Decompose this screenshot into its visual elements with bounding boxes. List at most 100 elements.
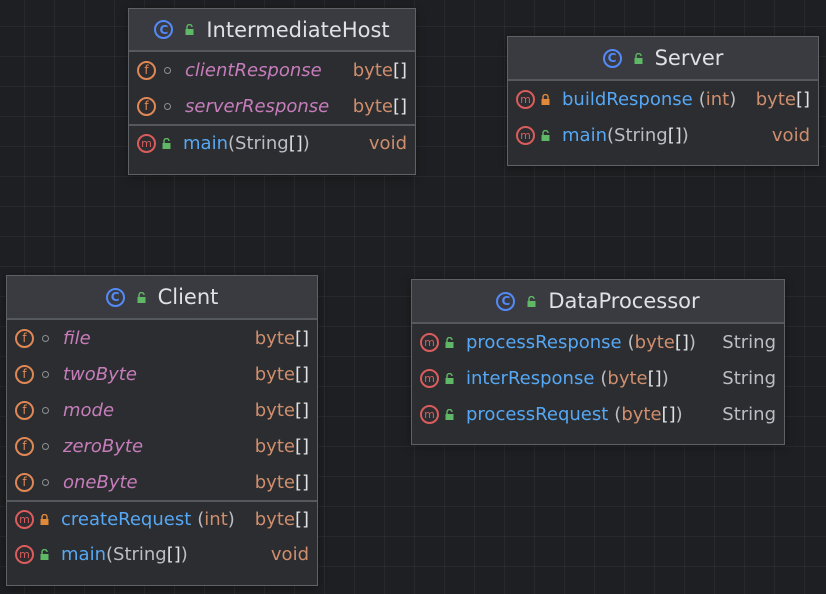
- method-signature: (String[]): [105, 543, 188, 565]
- return-type: String: [722, 403, 776, 425]
- class-box-intermediatehost[interactable]: C IntermediateHost f clientResponse byte…: [128, 8, 416, 175]
- method-row[interactable]: m main (String[]) void: [129, 124, 415, 160]
- field-type: byte[]: [254, 327, 309, 349]
- field-type: byte[]: [254, 363, 309, 385]
- class-icon: C: [154, 20, 174, 39]
- method-row[interactable]: m interResponse (byte[]) String: [412, 360, 784, 396]
- method-icon: m: [420, 332, 439, 352]
- field-icon: f: [15, 328, 34, 348]
- field-row[interactable]: f serverResponse byte[]: [129, 88, 415, 124]
- class-name: IntermediateHost: [206, 17, 390, 42]
- class-icon: C: [105, 287, 125, 307]
- package-private-icon: [164, 66, 171, 74]
- method-signature: (String[]): [606, 124, 689, 146]
- method-row[interactable]: m main (String[]) void: [7, 536, 317, 572]
- method-name: main: [183, 132, 228, 154]
- class-icon: C: [496, 291, 516, 311]
- method-signature: (int): [698, 88, 737, 110]
- field-icon: f: [137, 96, 156, 116]
- unlock-icon: [445, 336, 454, 348]
- field-row[interactable]: f clientResponse byte[]: [129, 52, 415, 88]
- class-name: Client: [157, 285, 219, 309]
- return-type: byte[]: [254, 508, 309, 530]
- field-icon: f: [137, 60, 156, 80]
- field-row[interactable]: f oneByte byte[]: [7, 464, 317, 500]
- method-icon: m: [420, 404, 439, 424]
- method-row[interactable]: m processRequest (byte[]) String: [412, 396, 784, 432]
- method-row[interactable]: m createRequest (int) byte[]: [7, 500, 317, 536]
- class-icon: C: [602, 48, 622, 68]
- field-icon: f: [15, 364, 34, 384]
- package-private-icon: [42, 442, 49, 450]
- class-name: DataProcessor: [548, 289, 700, 313]
- package-private-icon: [164, 102, 171, 110]
- method-signature: (byte[]): [627, 331, 696, 353]
- package-private-icon: [42, 478, 49, 486]
- field-row[interactable]: f file byte[]: [7, 320, 317, 356]
- field-row[interactable]: f twoByte byte[]: [7, 356, 317, 392]
- package-private-icon: [42, 370, 49, 378]
- method-icon: m: [15, 544, 34, 564]
- method-signature: (byte[]): [600, 367, 669, 389]
- return-type: void: [368, 132, 407, 154]
- lock-icon: [40, 513, 49, 525]
- method-signature: (String[]): [227, 132, 310, 154]
- return-type: String: [722, 331, 776, 353]
- class-header: C IntermediateHost: [129, 9, 415, 52]
- method-name: interResponse: [466, 367, 595, 389]
- field-type: byte[]: [254, 399, 309, 421]
- method-name: main: [562, 124, 607, 146]
- field-type: byte[]: [352, 95, 407, 117]
- method-icon: m: [516, 89, 535, 109]
- method-name: main: [61, 543, 106, 565]
- unlock-icon: [162, 137, 171, 149]
- class-box-server[interactable]: C Server m buildResponse (int) byte[] m …: [507, 36, 819, 166]
- field-name: serverResponse: [185, 95, 330, 117]
- class-header: C Server: [508, 37, 818, 81]
- class-box-client[interactable]: C Client f file byte[] f twoByte byte[] …: [6, 275, 318, 586]
- unlock-icon: [40, 548, 49, 560]
- field-type: byte[]: [254, 471, 309, 493]
- class-name: Server: [654, 46, 724, 70]
- method-name: processRequest: [466, 403, 609, 425]
- method-row[interactable]: m processResponse (byte[]) String: [412, 324, 784, 360]
- method-icon: m: [137, 133, 156, 153]
- field-icon: f: [15, 436, 34, 456]
- field-name: zeroByte: [63, 435, 144, 457]
- class-header: C Client: [7, 276, 317, 320]
- field-row[interactable]: f mode byte[]: [7, 392, 317, 428]
- lock-icon: [541, 93, 550, 105]
- method-icon: m: [420, 368, 439, 388]
- unlock-icon: [445, 372, 454, 384]
- field-name: oneByte: [63, 471, 138, 493]
- field-icon: f: [15, 472, 34, 492]
- unlock-icon: [185, 24, 194, 35]
- package-private-icon: [42, 406, 49, 414]
- unlock-icon: [634, 52, 643, 64]
- method-name: buildResponse: [562, 88, 693, 110]
- unlock-icon: [137, 291, 146, 303]
- return-type: void: [270, 543, 309, 565]
- method-icon: m: [15, 509, 34, 529]
- field-name: clientResponse: [185, 59, 322, 81]
- method-signature: (int): [197, 508, 235, 530]
- field-name: mode: [63, 399, 115, 421]
- return-type: void: [771, 124, 810, 146]
- unlock-icon: [445, 408, 454, 420]
- class-header: C DataProcessor: [412, 280, 784, 324]
- field-row[interactable]: f zeroByte byte[]: [7, 428, 317, 464]
- field-type: byte[]: [352, 59, 407, 81]
- class-box-dataprocessor[interactable]: C DataProcessor m processResponse (byte[…: [411, 279, 785, 445]
- unlock-icon: [541, 129, 550, 141]
- method-row[interactable]: m main (String[]) void: [508, 117, 818, 153]
- field-name: file: [63, 327, 91, 349]
- unlock-icon: [527, 295, 536, 307]
- package-private-icon: [42, 334, 49, 342]
- method-icon: m: [516, 125, 535, 145]
- return-type: String: [722, 367, 776, 389]
- field-type: byte[]: [254, 435, 309, 457]
- method-name: createRequest: [61, 508, 192, 530]
- method-row[interactable]: m buildResponse (int) byte[]: [508, 81, 818, 117]
- method-name: processResponse: [466, 331, 622, 353]
- field-icon: f: [15, 400, 34, 420]
